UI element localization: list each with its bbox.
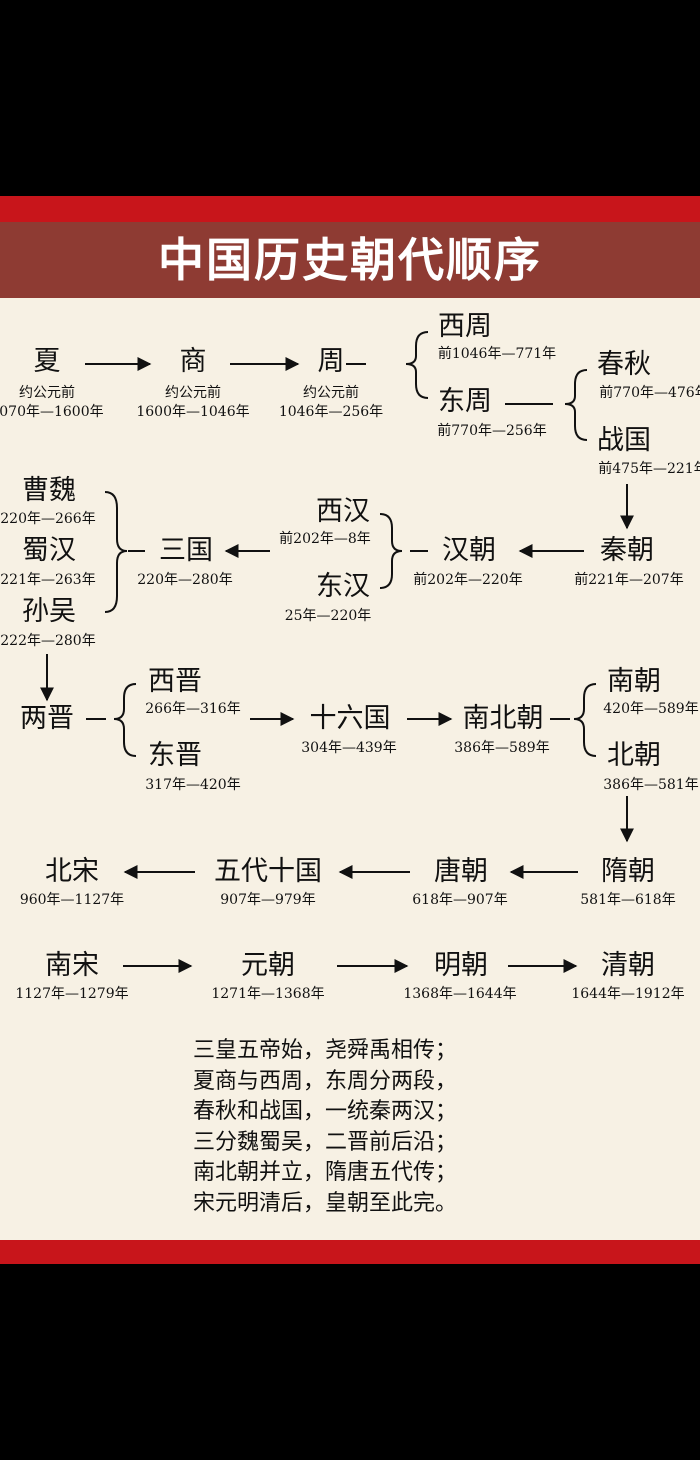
xijin-dates: 266年—316年 <box>145 701 241 717</box>
nanbeichao-name: 南北朝 <box>462 703 544 734</box>
dongjin-name: 东晋 <box>148 740 202 771</box>
timeline-poster: 中国历史朝代顺序 <box>0 196 700 1264</box>
chunqiu-dates: 前770年—476年 <box>599 385 700 401</box>
dongjin-dates: 317年—420年 <box>145 777 241 793</box>
caowei-dates: 220年—266年 <box>0 511 96 527</box>
brace-han <box>379 513 403 589</box>
tang-name: 唐朝 <box>434 856 488 887</box>
page-title: 中国历史朝代顺序 <box>158 233 542 287</box>
zhanguo-name: 战国 <box>597 425 651 456</box>
qing-name: 清朝 <box>601 950 655 981</box>
wudai-dates: 907年—979年 <box>220 892 316 908</box>
liangjin-name: 两晋 <box>20 703 74 734</box>
qing-dates: 1644年—1912年 <box>571 986 685 1002</box>
beisong-name: 北宋 <box>45 856 99 887</box>
beichao-dates: 386年—581年 <box>603 777 699 793</box>
wudai-name: 五代十国 <box>214 856 322 887</box>
nansong-dates: 1127年—1279年 <box>15 986 129 1002</box>
xia-dates: 2070年—1600年 <box>0 404 104 420</box>
beichao-name: 北朝 <box>607 740 661 771</box>
xizhou-dates: 前1046年—771年 <box>437 346 557 362</box>
nanchao-dates: 420年—589年 <box>603 701 699 717</box>
donghan-dates: 25年—220年 <box>284 608 372 624</box>
zhou-name: 周 <box>317 346 345 377</box>
bottom-red-band <box>0 1240 700 1264</box>
sunwu-name: 孙吴 <box>22 596 76 627</box>
poem-line: 夏商与西周，东周分两段， <box>193 1068 458 1094</box>
sunwu-dates: 222年—280年 <box>0 633 96 649</box>
han-dates: 前202年—220年 <box>413 572 523 588</box>
brace-sanguo <box>104 491 128 613</box>
yuan-name: 元朝 <box>241 950 295 981</box>
poem-line: 春秋和战国，一统秦两汉； <box>193 1099 458 1124</box>
shuhan-name: 蜀汉 <box>22 535 76 566</box>
tang-dates: 618年—907年 <box>412 892 508 908</box>
nanbeichao-dates: 386年—589年 <box>454 740 550 756</box>
brace-jin <box>113 683 137 757</box>
dongzhou-dates: 前770年—256年 <box>437 423 547 439</box>
shiliuguo-name: 十六国 <box>309 703 391 734</box>
brace-zhou <box>405 331 429 399</box>
top-red-band <box>0 196 700 222</box>
brace-dongzhou <box>564 369 588 441</box>
qin-name: 秦朝 <box>600 535 654 566</box>
donghan-name: 东汉 <box>316 571 370 602</box>
sui-name: 隋朝 <box>601 856 655 887</box>
poem-line: 三皇五帝始，尧舜禹相传； <box>193 1038 458 1063</box>
ming-name: 明朝 <box>434 950 488 981</box>
zhou-dates: 1046年—256年 <box>278 404 384 420</box>
poem-line: 南北朝并立，隋唐五代传； <box>193 1160 458 1185</box>
shang-dates: 1600年—1046年 <box>136 404 250 420</box>
shang-note: 约公元前 <box>165 385 221 401</box>
zhanguo-dates: 前475年—221年 <box>598 461 700 477</box>
nansong-name: 南宋 <box>45 950 99 981</box>
xia-note: 约公元前 <box>19 385 75 401</box>
han-name: 汉朝 <box>442 535 496 566</box>
yuan-dates: 1271年—1368年 <box>211 986 325 1002</box>
xihan-name: 西汉 <box>316 496 370 527</box>
sanguo-name: 三国 <box>159 535 213 566</box>
chunqiu-name: 春秋 <box>597 349 651 380</box>
sanguo-dates: 220年—280年 <box>137 572 233 588</box>
shiliuguo-dates: 304年—439年 <box>301 740 397 756</box>
xizhou-name: 西周 <box>438 311 492 342</box>
poem-line: 宋元明清后，皇朝至此完。 <box>193 1190 458 1216</box>
caowei-name: 曹魏 <box>22 475 76 506</box>
ming-dates: 1368年—1644年 <box>403 986 517 1002</box>
dongzhou-name: 东周 <box>438 386 492 417</box>
nanchao-name: 南朝 <box>607 666 661 697</box>
mnemonic-poem: 三皇五帝始，尧舜禹相传； 夏商与西周，东周分两段， 春秋和战国，一统秦两汉； 三… <box>193 1036 613 1219</box>
xijin-name: 西晋 <box>148 666 202 697</box>
shuhan-dates: 221年—263年 <box>0 572 96 588</box>
xia-name: 夏 <box>33 346 61 377</box>
shang-name: 商 <box>179 346 207 377</box>
qin-dates: 前221年—207年 <box>574 572 684 588</box>
beisong-dates: 960年—1127年 <box>19 892 125 908</box>
connector-layer <box>40 331 634 973</box>
zhou-note: 约公元前 <box>303 385 359 401</box>
brace-nanbeichao <box>573 683 597 757</box>
poem-line: 三分魏蜀吴，二晋前后沿； <box>193 1129 458 1155</box>
title-banner: 中国历史朝代顺序 <box>0 222 700 298</box>
sui-dates: 581年—618年 <box>580 892 676 908</box>
xihan-dates: 前202年—8年 <box>279 531 371 547</box>
